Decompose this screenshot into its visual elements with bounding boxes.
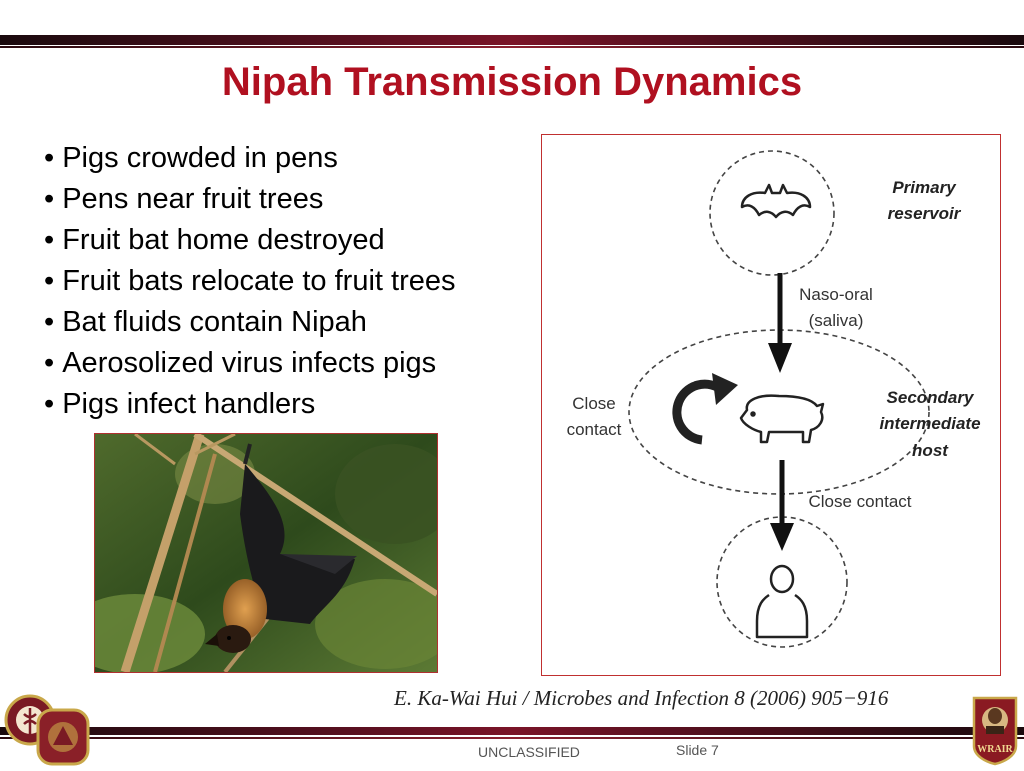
fruit-bat-photo (94, 433, 438, 673)
close-contact-lower-label: Close contact (809, 492, 912, 511)
reservoir-label: reservoir (888, 204, 962, 223)
human-circle (716, 516, 848, 648)
footer-bar (0, 727, 1024, 735)
contact-left-label: contact (567, 420, 622, 439)
citation: E. Ka-Wai Hui / Microbes and Infection 8… (394, 686, 889, 710)
arrow-close-contact-icon (770, 460, 794, 551)
bullet-item: Fruit bats relocate to fruit trees (44, 261, 544, 302)
classification-label: UNCLASSIFIED (478, 744, 580, 760)
wrair-logo-text: WRAIR (977, 744, 1013, 755)
arrow-naso-oral-icon (768, 273, 792, 373)
bat-icon (740, 183, 812, 219)
transmission-diagram: Primary reservoir Naso-oral (saliva) Clo… (541, 134, 1001, 676)
header-bar (0, 35, 1024, 45)
naso-oral-label: Naso-oral (799, 285, 873, 304)
primary-label: Primary (892, 178, 957, 197)
reservoir-circle (709, 150, 835, 276)
bullet-item: Pens near fruit trees (44, 179, 544, 220)
human-icon (755, 564, 809, 639)
bullet-item: Fruit bat home destroyed (44, 220, 544, 261)
army-medical-logo (4, 690, 94, 766)
slide-title: Nipah Transmission Dynamics (221, 60, 803, 104)
wrair-logo: WRAIR (970, 690, 1020, 766)
footer-rule (0, 737, 1024, 739)
bullet-list: Pigs crowded in pens Pens near fruit tre… (44, 138, 544, 425)
circular-arrow-icon (672, 373, 738, 445)
secondary-label: Secondary (887, 388, 975, 407)
close-contact-left-label: Close (572, 394, 615, 413)
host-label: host (912, 441, 949, 460)
intermediate-label: intermediate (879, 414, 980, 433)
bullet-item: Pigs crowded in pens (44, 138, 544, 179)
pig-icon (739, 394, 825, 444)
bullet-item: Aerosolized virus infects pigs (44, 343, 544, 384)
header-rule (0, 46, 1024, 48)
saliva-label: (saliva) (809, 311, 864, 330)
slide-number: Slide 7 (676, 742, 719, 758)
bullet-item: Bat fluids contain Nipah (44, 302, 544, 343)
bullet-item: Pigs infect handlers (44, 384, 544, 425)
